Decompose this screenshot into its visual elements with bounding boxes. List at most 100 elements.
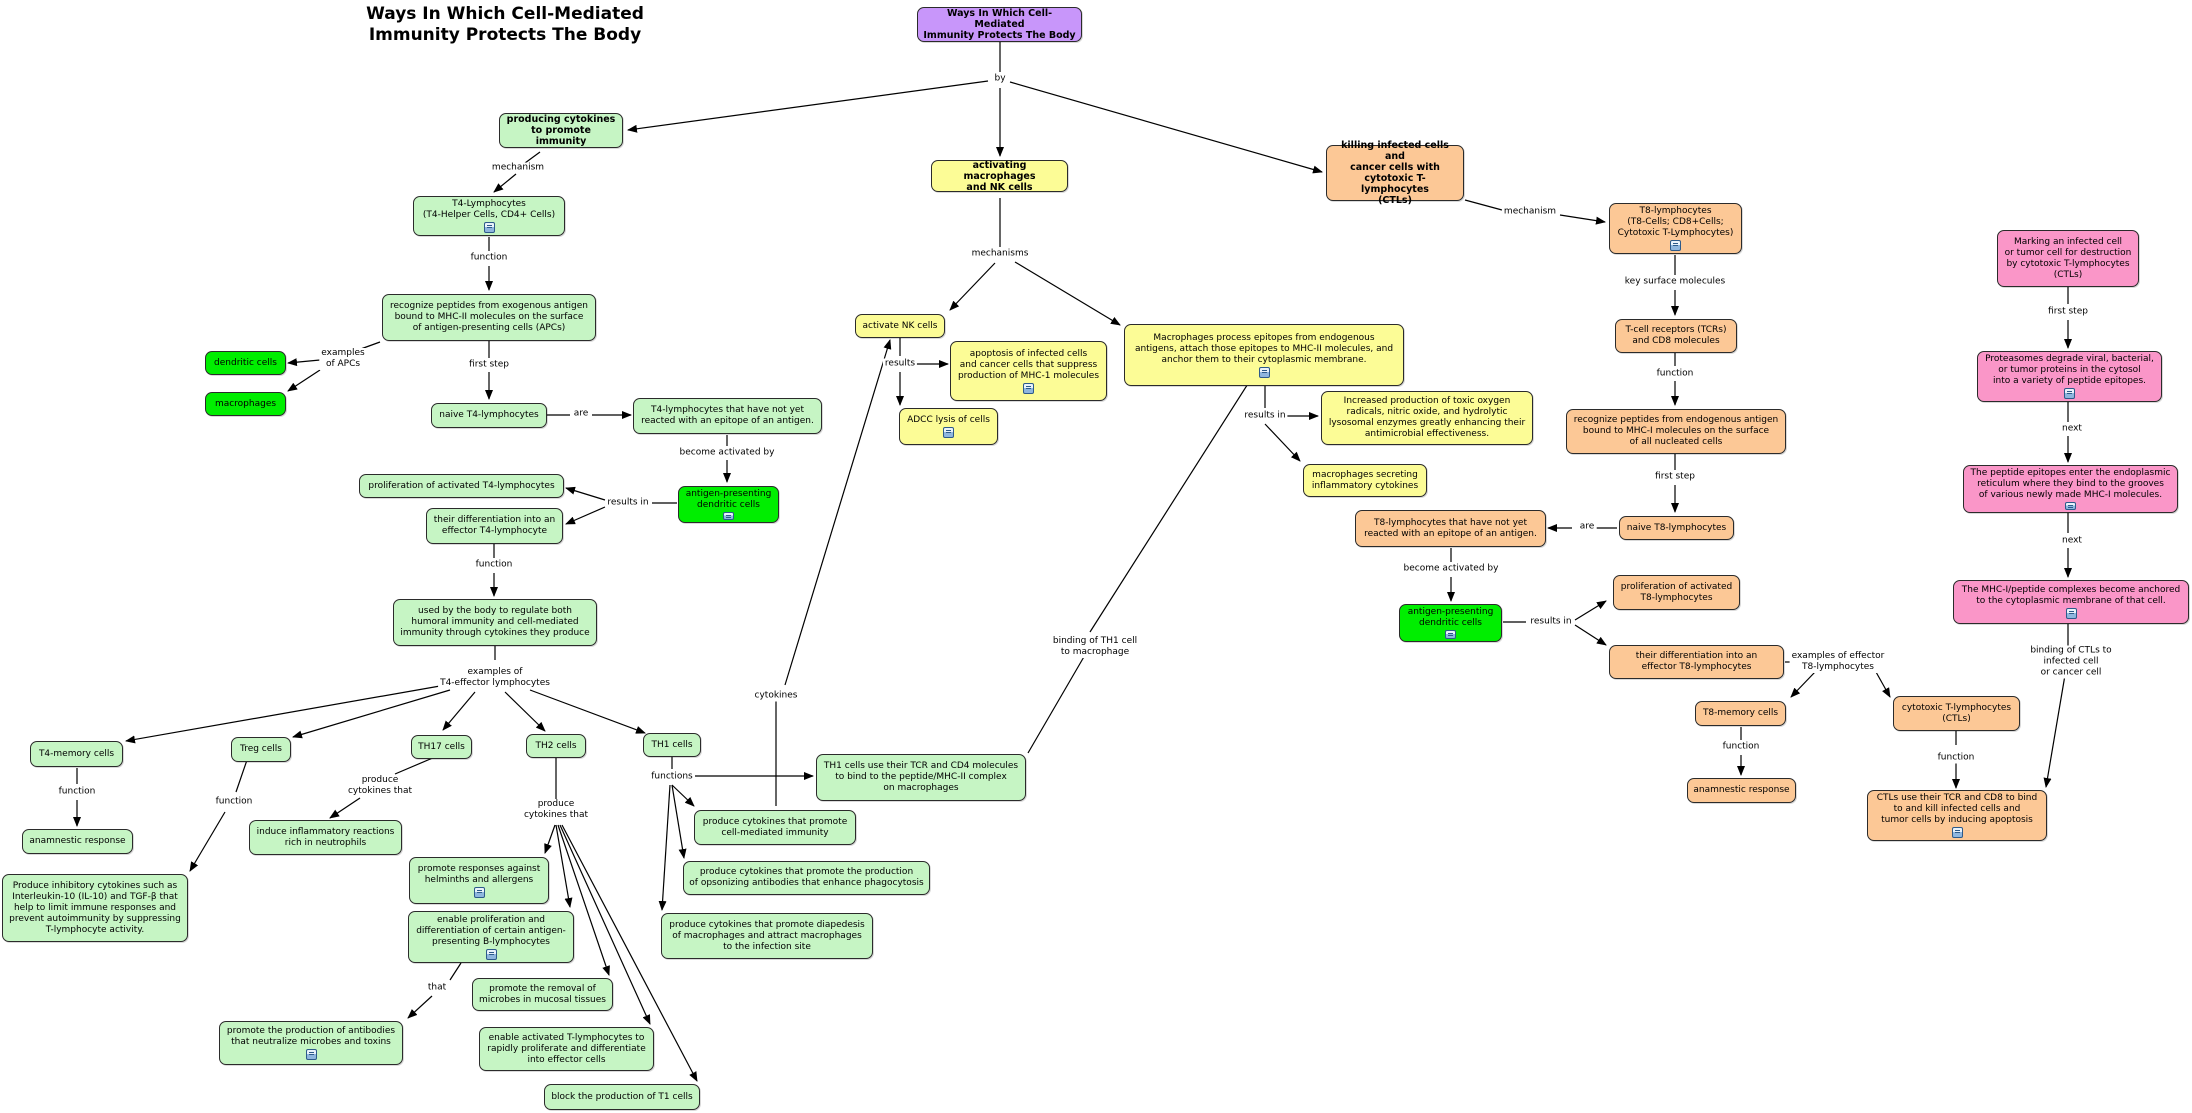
- resource-icon[interactable]: [483, 222, 495, 233]
- resource-icon[interactable]: [473, 886, 485, 898]
- node-antibodies[interactable]: promote the production of antibodies tha…: [219, 1021, 403, 1065]
- node-differentiation-t8[interactable]: their differentiation into an effector T…: [1609, 645, 1784, 679]
- node-anchored[interactable]: The MHC-I/peptide complexes become ancho…: [1953, 580, 2189, 624]
- link-label-cytokines: cytokines: [752, 690, 800, 702]
- node-apoptosis-label: apoptosis of infected cells and cancer c…: [957, 348, 1100, 381]
- node-dendritic-cells[interactable]: dendritic cells: [205, 351, 286, 375]
- node-t8-not-yet-label: T8-lymphocytes that have not yet reacted…: [1364, 517, 1537, 539]
- node-marking-label: Marking an infected cell or tumor cell f…: [2004, 236, 2132, 280]
- node-inflammatory-secreting[interactable]: macrophages secreting inflammatory cytok…: [1303, 464, 1427, 497]
- node-mucosal[interactable]: promote the removal of microbes in mucos…: [472, 978, 613, 1011]
- resource-icon[interactable]: [2064, 388, 2075, 399]
- link-label-function-memory: function: [56, 786, 98, 798]
- node-ctl[interactable]: cytotoxic T-lymphocytes (CTLs): [1893, 696, 2020, 731]
- node-recognize-mhc2[interactable]: recognize peptides from exogenous antige…: [382, 294, 596, 341]
- node-inhibitory-cytokines[interactable]: Produce inhibitory cytokines such as Int…: [2, 874, 188, 942]
- link-label-function-diff: function: [473, 559, 515, 571]
- node-activate-nk[interactable]: activate NK cells: [855, 314, 945, 338]
- node-antibodies-label: promote the production of antibodies tha…: [226, 1026, 396, 1047]
- node-macrophage-process[interactable]: Macrophages process epitopes from endoge…: [1124, 324, 1404, 386]
- node-ctl-label: cytotoxic T-lymphocytes (CTLs): [1901, 702, 2012, 724]
- link-label-that: that: [425, 982, 449, 994]
- page-title: Ways In Which Cell-Mediated Immunity Pro…: [366, 4, 644, 45]
- node-diff-t4-label: their differentiation into an effector T…: [433, 515, 556, 536]
- node-t4-memory-label: T4-memory cells: [38, 748, 115, 759]
- node-naive-t4[interactable]: naive T4-lymphocytes: [431, 403, 547, 428]
- node-b-proliferation[interactable]: enable proliferation and differentiation…: [408, 911, 574, 963]
- node-ctl-bind-kill[interactable]: CTLs use their TCR and CD8 to bind to an…: [1867, 790, 2047, 841]
- resource-icon[interactable]: [1951, 827, 1963, 838]
- node-th1[interactable]: TH1 cells: [643, 733, 701, 757]
- link-label-first-step-right: first step: [1653, 471, 1697, 483]
- node-diapedesis[interactable]: produce cytokines that promote diapedesi…: [661, 913, 873, 959]
- node-proteasomes[interactable]: Proteasomes degrade viral, bacterial, or…: [1977, 351, 2162, 402]
- node-proliferation-t8[interactable]: proliferation of activated T8-lymphocyte…: [1613, 575, 1740, 610]
- link-label-function-t8mem: function: [1720, 741, 1762, 753]
- resource-icon[interactable]: [1258, 366, 1270, 378]
- resource-icon[interactable]: [305, 1049, 317, 1060]
- node-naive-t8[interactable]: naive T8-lymphocytes: [1619, 516, 1734, 540]
- node-regulate-label: used by the body to regulate both humora…: [400, 606, 590, 638]
- node-anamnestic-left[interactable]: anamnestic response: [22, 829, 133, 854]
- node-endoplasmic-reticulum[interactable]: The peptide epitopes enter the endoplasm…: [1963, 465, 2178, 513]
- resource-icon[interactable]: [2065, 502, 2076, 510]
- resource-icon[interactable]: [943, 427, 954, 438]
- node-th17[interactable]: TH17 cells: [411, 735, 472, 759]
- node-differentiation-t4[interactable]: their differentiation into an effector T…: [426, 508, 563, 544]
- node-producing-cytokines[interactable]: producing cytokines to promote immunity: [499, 113, 623, 148]
- node-t4-lymphocytes[interactable]: T4-Lymphocytes (T4-Helper Cells, CD4+ Ce…: [413, 196, 565, 236]
- node-macrophages[interactable]: macrophages: [205, 392, 286, 416]
- node-adcc[interactable]: ADCC lysis of cells: [899, 408, 998, 445]
- node-prolif-t8-label: proliferation of activated T8-lymphocyte…: [1620, 581, 1733, 603]
- node-recognize-mhc2-label: recognize peptides from exogenous antige…: [390, 301, 588, 333]
- node-t4-not-yet-reacted[interactable]: T4-lymphocytes that have not yet reacted…: [633, 398, 822, 434]
- node-activating-macrophages[interactable]: activating macrophages and NK cells: [931, 160, 1068, 193]
- resource-icon[interactable]: [723, 512, 734, 520]
- link-label-results-in-right: results in: [1528, 616, 1574, 628]
- resource-icon[interactable]: [1023, 382, 1034, 394]
- node-recognize-mhc1[interactable]: recognize peptides from endogenous antig…: [1566, 409, 1786, 454]
- node-naive-t4-label: naive T4-lymphocytes: [439, 410, 539, 420]
- node-killing-infected-cells[interactable]: killing infected cells and cancer cells …: [1326, 140, 1464, 206]
- link-label-functions-th1: functions: [649, 771, 695, 783]
- link-label-function-t4: function: [468, 252, 510, 264]
- node-t-proliferation[interactable]: enable activated T-lymphocytes to rapidl…: [479, 1027, 654, 1071]
- node-tcr-cd8[interactable]: T-cell receptors (TCRs) and CD8 molecule…: [1615, 319, 1737, 353]
- node-opsonizing[interactable]: produce cytokines that promote the produ…: [683, 861, 930, 895]
- node-proteasomes-label: Proteasomes degrade viral, bacterial, or…: [1985, 354, 2154, 386]
- node-killing-label: killing infected cells and cancer cells …: [1341, 140, 1449, 206]
- resource-icon[interactable]: [1670, 240, 1681, 251]
- resource-icon[interactable]: [1445, 630, 1456, 639]
- node-proliferation-t4[interactable]: proliferation of activated T4-lymphocyte…: [359, 474, 564, 498]
- link-label-are-right: are: [1577, 521, 1597, 533]
- node-th2[interactable]: TH2 cells: [526, 734, 586, 758]
- node-treg[interactable]: Treg cells: [231, 737, 291, 762]
- node-regulate-immunity[interactable]: used by the body to regulate both humora…: [393, 599, 597, 646]
- node-oxygen-radicals[interactable]: Increased production of toxic oxygen rad…: [1321, 391, 1533, 445]
- node-anamnestic-right[interactable]: anamnestic response: [1687, 778, 1796, 803]
- link-label-function-ctl: function: [1935, 752, 1977, 764]
- node-t4-memory[interactable]: T4-memory cells: [30, 741, 123, 767]
- node-th17-label: TH17 cells: [418, 741, 465, 752]
- node-inflammatory-reactions[interactable]: induce inflammatory reactions rich in ne…: [249, 820, 402, 855]
- node-helminths[interactable]: promote responses against helminths and …: [409, 857, 549, 904]
- node-t8-lymphocytes[interactable]: T8-lymphocytes (T8-Cells; CD8+Cells; Cyt…: [1609, 203, 1742, 254]
- node-prolif-t4-label: proliferation of activated T4-lymphocyte…: [368, 480, 555, 491]
- resource-icon[interactable]: [2065, 608, 2077, 619]
- node-apc-dendritic-right[interactable]: antigen-presenting dendritic cells: [1399, 604, 1502, 642]
- node-root[interactable]: Ways In Which Cell-Mediated Immunity Pro…: [917, 7, 1082, 42]
- resource-icon[interactable]: [485, 948, 497, 960]
- node-apc-dendritic-left[interactable]: antigen-presenting dendritic cells: [678, 486, 779, 523]
- node-t8-not-yet-reacted[interactable]: T8-lymphocytes that have not yet reacted…: [1355, 510, 1546, 547]
- node-macro-process-label: Macrophages process epitopes from endoge…: [1134, 332, 1394, 365]
- node-t8-memory[interactable]: T8-memory cells: [1695, 701, 1786, 726]
- node-marking[interactable]: Marking an infected cell or tumor cell f…: [1997, 230, 2139, 287]
- link-label-first-step-pink: first step: [2046, 306, 2090, 318]
- node-th1-tcr[interactable]: TH1 cells use their TCR and CD4 molecule…: [816, 754, 1026, 801]
- node-recognize-mhc1-label: recognize peptides from endogenous antig…: [1573, 415, 1779, 447]
- node-cmi-cytokines[interactable]: produce cytokines that promote cell-medi…: [694, 810, 856, 845]
- node-block-t1[interactable]: block the production of T1 cells: [544, 1084, 700, 1110]
- node-th2-label: TH2 cells: [535, 740, 577, 751]
- node-apoptosis[interactable]: apoptosis of infected cells and cancer c…: [950, 341, 1107, 401]
